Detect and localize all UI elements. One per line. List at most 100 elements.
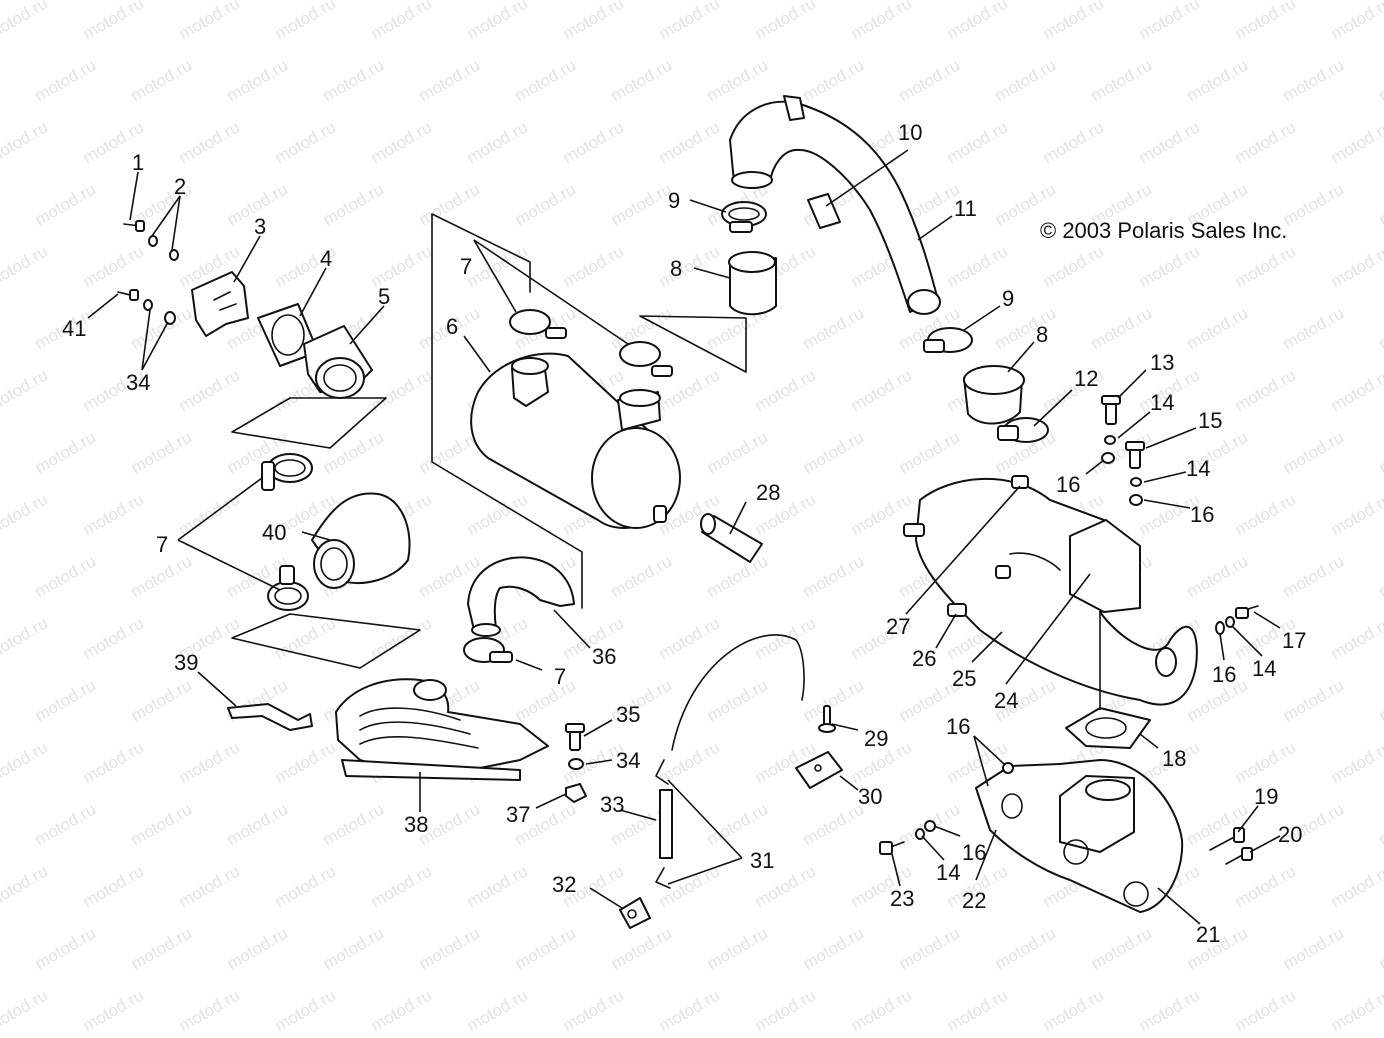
watermark-text: motod.ru	[31, 427, 99, 477]
watermark-text: motod.ru	[0, 489, 51, 539]
part-9-clamp-top	[721, 201, 767, 233]
callout-24: 24	[994, 688, 1018, 713]
callout-26: 26	[912, 646, 936, 671]
watermark-text: motod.ru	[1135, 241, 1203, 291]
part-10-fitting	[807, 193, 841, 229]
watermark-text: motod.ru	[1231, 985, 1299, 1035]
watermark-text: motod.ru	[1231, 737, 1299, 787]
watermark-text: motod.ru	[127, 923, 195, 973]
watermark-text: motod.ru	[943, 241, 1011, 291]
callout-41: 41	[62, 316, 86, 341]
watermark-text: motod.ru	[79, 985, 147, 1035]
callout-7-muffler: 7	[460, 254, 472, 279]
watermark-text: motod.ru	[1039, 117, 1107, 167]
watermark-text: motod.ru	[367, 985, 435, 1035]
watermark-text: motod.ru	[463, 117, 531, 167]
part-15-bolt	[1125, 441, 1145, 469]
part-38-manifold	[335, 678, 549, 781]
callout-22: 22	[962, 888, 986, 913]
callout-16-b: 16	[1190, 502, 1214, 527]
part-14-washer-c	[1225, 616, 1235, 628]
watermark-text: motod.ru	[367, 0, 435, 43]
watermark-text: motod.ru	[847, 365, 915, 415]
watermark-text: motod.ru	[1279, 303, 1347, 353]
watermark-text: motod.ru	[943, 117, 1011, 167]
watermark-text: motod.ru	[1183, 303, 1251, 353]
watermark-text: motod.ru	[271, 737, 339, 787]
part-41-bolt	[117, 289, 139, 301]
part-3-bracket	[191, 271, 249, 337]
watermark-text: motod.ru	[607, 179, 675, 229]
watermark-text: motod.ru	[1375, 799, 1384, 849]
watermark-text: motod.ru	[799, 551, 867, 601]
callout-31: 31	[750, 848, 774, 873]
part-29-bolt	[818, 705, 836, 733]
watermark-text: motod.ru	[655, 241, 723, 291]
part-21-manifold	[975, 759, 1184, 913]
watermark-text: motod.ru	[31, 923, 99, 973]
part-34-nut	[164, 311, 176, 325]
watermark-text: motod.ru	[511, 923, 579, 973]
watermark-text: motod.ru	[127, 303, 195, 353]
callout-27: 27	[886, 614, 910, 639]
watermark-text: motod.ru	[1375, 675, 1384, 725]
watermark-text: motod.ru	[1231, 489, 1299, 539]
watermark-text: motod.ru	[847, 0, 915, 43]
callout-1: 1	[132, 150, 144, 175]
watermark-text: motod.ru	[1039, 0, 1107, 43]
callout-28: 28	[756, 480, 780, 505]
watermark-text: motod.ru	[319, 799, 387, 849]
watermark-text: motod.ru	[655, 737, 723, 787]
part-23-bolt	[879, 841, 905, 855]
watermark-text: motod.ru	[1135, 117, 1203, 167]
watermark-text: motod.ru	[367, 861, 435, 911]
watermark-text: motod.ru	[559, 0, 627, 43]
part-32-fitting	[619, 897, 651, 929]
part-17-bolt	[1235, 605, 1259, 619]
watermark-text: motod.ru	[1279, 675, 1347, 725]
part-40-coupler	[311, 492, 411, 589]
part-2-washers	[143, 235, 179, 311]
part-16-washer-a	[1101, 452, 1115, 464]
callout-7-left: 7	[156, 532, 168, 557]
watermark-text: motod.ru	[1135, 985, 1203, 1035]
watermark-text: motod.ru	[175, 0, 243, 43]
callout-15: 15	[1198, 408, 1222, 433]
watermark-text: motod.ru	[0, 861, 51, 911]
watermark-text: motod.ru	[751, 365, 819, 415]
part-14-washer-a	[1104, 435, 1116, 445]
watermark-text: motod.ru	[511, 179, 579, 229]
callout-8-top: 8	[670, 256, 682, 281]
watermark-text: motod.ru	[1327, 737, 1384, 787]
watermark-text: motod.ru	[79, 861, 147, 911]
watermark-text: motod.ru	[1087, 55, 1155, 105]
watermark-text: motod.ru	[607, 923, 675, 973]
part-34-washer	[568, 758, 584, 770]
watermark-text: motod.ru	[175, 737, 243, 787]
watermark-text: motod.ru	[943, 985, 1011, 1035]
callout-30: 30	[858, 784, 882, 809]
part-9-clamp-right	[923, 327, 973, 353]
part-20-bolt	[1225, 847, 1253, 865]
watermark-text: motod.ru	[319, 55, 387, 105]
watermark-text: motod.ru	[1375, 551, 1384, 601]
callout-20: 20	[1278, 822, 1302, 847]
callout-8-right: 8	[1036, 322, 1048, 347]
callout-11: 11	[954, 196, 977, 221]
part-8-hose-right	[963, 365, 1025, 425]
watermark-text: motod.ru	[1039, 241, 1107, 291]
part-7-clamp-lower-mid	[463, 637, 513, 663]
callout-3: 3	[254, 214, 266, 239]
callout-17: 17	[1282, 628, 1306, 653]
callout-21: 21	[1196, 922, 1220, 947]
part-19-bolt	[1209, 827, 1245, 851]
watermark-text: motod.ru	[175, 365, 243, 415]
watermark-text: motod.ru	[463, 241, 531, 291]
watermark-text: motod.ru	[463, 861, 531, 911]
watermark-text: motod.ru	[511, 675, 579, 725]
watermark-text: motod.ru	[175, 861, 243, 911]
watermark-text: motod.ru	[223, 923, 291, 973]
assembly-box-5	[231, 397, 387, 449]
callout-39: 39	[174, 650, 198, 675]
